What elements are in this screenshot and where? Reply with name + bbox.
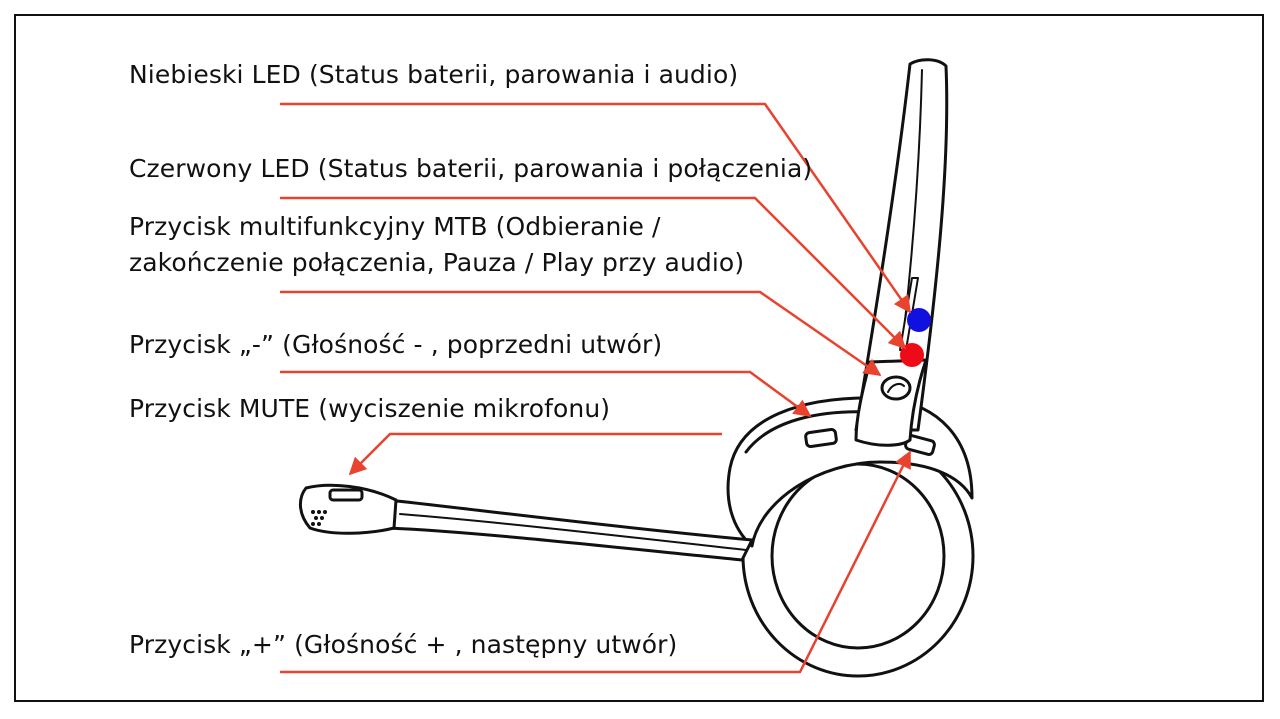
callout-blue-led	[280, 102, 912, 314]
blue-led-icon	[907, 308, 931, 332]
label-mtb-line2: zakończenie połączenia, Pauza / Play prz…	[129, 248, 745, 277]
callout-lines	[280, 102, 912, 674]
label-volume-plus: Przycisk „+” (Głośność + , następny utwó…	[129, 630, 678, 659]
callout-vol-plus	[280, 450, 912, 674]
label-red-led: Czerwony LED (Status baterii, parowania …	[129, 154, 813, 183]
microphone-grille	[311, 510, 327, 526]
volume-minus-button	[804, 427, 838, 449]
label-mtb-line1: Przycisk multifunkcyjny MTB (Odbieranie …	[129, 212, 661, 241]
microphone-head	[299, 483, 398, 535]
callout-mute	[348, 432, 722, 476]
headband	[854, 58, 949, 432]
mtb-button	[880, 375, 912, 401]
callout-mtb	[280, 290, 882, 377]
callout-vol-minus	[280, 370, 812, 418]
label-mute: Przycisk MUTE (wyciszenie mikrofonu)	[129, 394, 611, 423]
callout-red-led	[280, 196, 907, 350]
label-blue-led: Niebieski LED (Status baterii, parowania…	[129, 60, 739, 89]
mute-button	[328, 488, 364, 502]
label-volume-minus: Przycisk „-” (Głośność - , poprzedni utw…	[129, 330, 663, 359]
diagram-frame	[14, 14, 1264, 702]
